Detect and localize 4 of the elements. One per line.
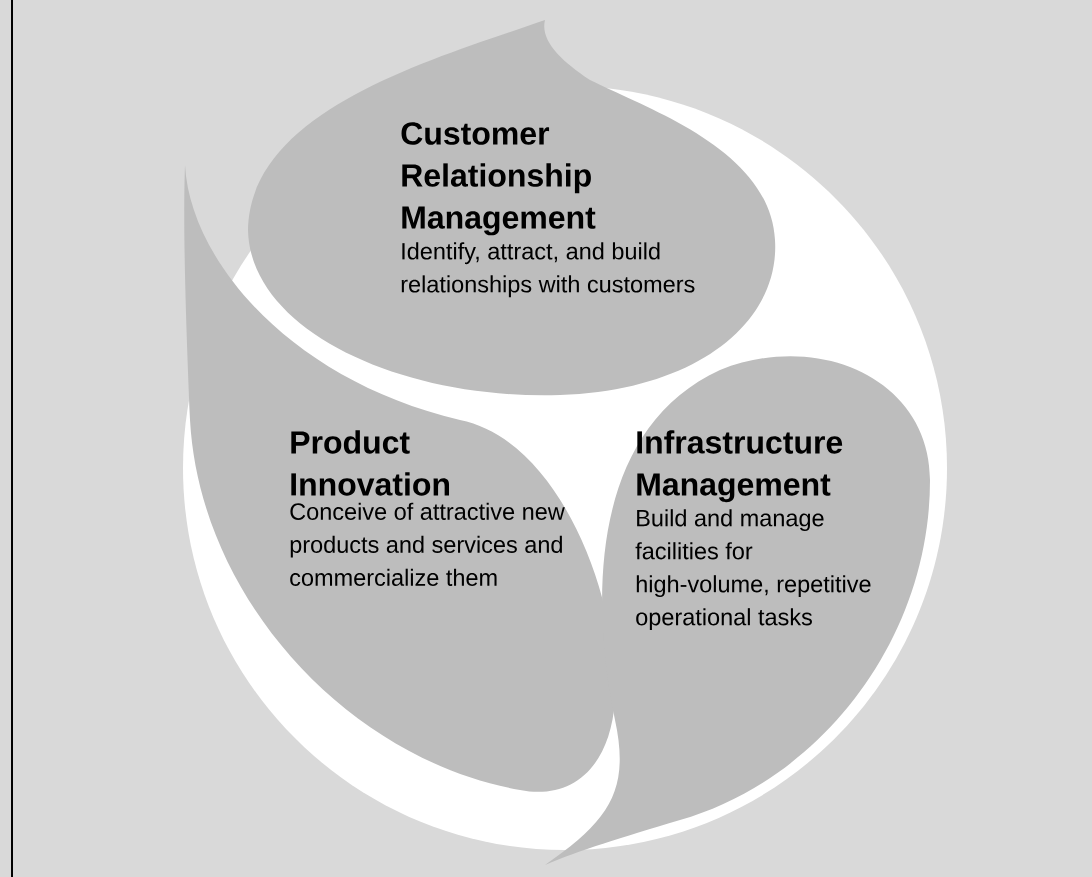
node-label: Build and manage facilities for high-volume, repetitive operational tasks bbox=[635, 509, 871, 631]
node-label: Infrastructure Management bbox=[637, 430, 843, 503]
node-label: Product Innovation bbox=[291, 430, 450, 496]
petal: Customer Relationship Management Identify, attract, and build relationships with customers bbox=[248, 20, 775, 395]
